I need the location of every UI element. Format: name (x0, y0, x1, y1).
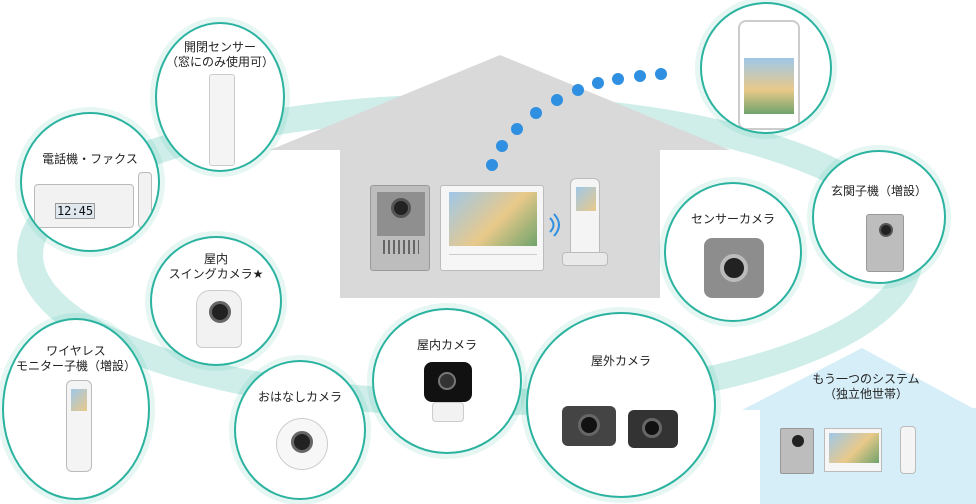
door-sensor-label: 開閉センサー （窓にのみ使用可） (165, 40, 274, 69)
entrance-unit-camera-icon (879, 223, 893, 237)
sensor-camera-bubble: センサーカメラ (664, 182, 802, 322)
outdoor-camera-label: 屋外カメラ (590, 354, 651, 368)
fax-display: 12:45 (55, 203, 95, 219)
outdoor-camera-bubble: 屋外カメラ (526, 312, 716, 498)
door-sensor-device (209, 74, 235, 166)
indoor-camera-device (424, 362, 472, 402)
other-door-station-camera-icon (792, 435, 804, 447)
indoor-camera-bubble: 屋内カメラ (372, 308, 522, 454)
entrance-unit-label: 玄関子機（増設） (830, 184, 927, 198)
outdoor-camera-lens-icon-2 (642, 418, 662, 438)
door-station (370, 185, 430, 271)
main-monitor (440, 185, 544, 271)
main-monitor-screen (449, 192, 537, 246)
other-system-label: もう一つのシステム （独立他世帯） (812, 372, 920, 401)
door-station-camera-icon (391, 198, 411, 218)
swing-camera-device (196, 290, 242, 348)
cordless-handset (138, 172, 152, 228)
entrance-unit-device (866, 214, 904, 272)
entrance-unit-bubble: 玄関子機（増設） (812, 150, 946, 284)
smartphone-screen (744, 34, 794, 114)
indoor-camera-stand (432, 402, 464, 422)
phone-fax-label: 電話機・ファクス (42, 152, 138, 166)
main-house-roof (270, 55, 730, 150)
portable-camera-lens-icon (291, 431, 313, 453)
indoor-camera-label: 屋内カメラ (416, 338, 477, 352)
sensor-camera-device (704, 238, 764, 298)
outdoor-camera-device-1 (562, 406, 616, 446)
wifi-signal-icon (549, 213, 560, 237)
wireless-monitor-screen (71, 389, 87, 411)
wireless-monitor-device (66, 380, 92, 472)
phone-fax-bubble: 電話機・ファクス 12:45 (20, 112, 160, 252)
sensor-camera-lens-icon (720, 254, 748, 282)
indoor-swing-camera-label: 屋内 スイングカメラ★ (168, 252, 264, 281)
other-main-monitor-screen (829, 433, 879, 463)
handset-monitor-screen (576, 187, 596, 211)
door-sensor-bubble: 開閉センサー （窓にのみ使用可） (155, 22, 285, 172)
fax-machine: 12:45 (34, 184, 134, 228)
wifi-dots (486, 68, 667, 171)
wireless-monitor-bubble: ワイヤレス モニター子機（増設） (2, 318, 150, 500)
other-door-station (780, 428, 814, 474)
portable-camera-bubble: おはなしカメラ (234, 360, 366, 500)
other-main-monitor (824, 428, 882, 472)
handset-monitor (570, 178, 600, 260)
indoor-swing-camera-bubble: 屋内 スイングカメラ★ (150, 236, 282, 366)
wireless-monitor-label: ワイヤレス モニター子機（増設） (15, 344, 136, 373)
swing-camera-lens-icon (209, 301, 231, 323)
sensor-camera-label: センサーカメラ (690, 212, 775, 226)
door-station-speaker-icon (383, 240, 419, 254)
handset-charger (562, 252, 608, 266)
smartphone-bubble (700, 2, 832, 134)
outdoor-camera-device-2 (628, 410, 678, 448)
other-handset (900, 426, 916, 474)
main-monitor-buttons (449, 254, 537, 264)
smartphone-icon (738, 20, 800, 130)
other-house-roof (742, 348, 976, 410)
portable-camera-label: おはなしカメラ (257, 390, 342, 404)
indoor-camera-lens-icon (438, 372, 456, 390)
outdoor-camera-lens-icon-1 (578, 414, 600, 436)
portable-camera-device (276, 418, 328, 470)
